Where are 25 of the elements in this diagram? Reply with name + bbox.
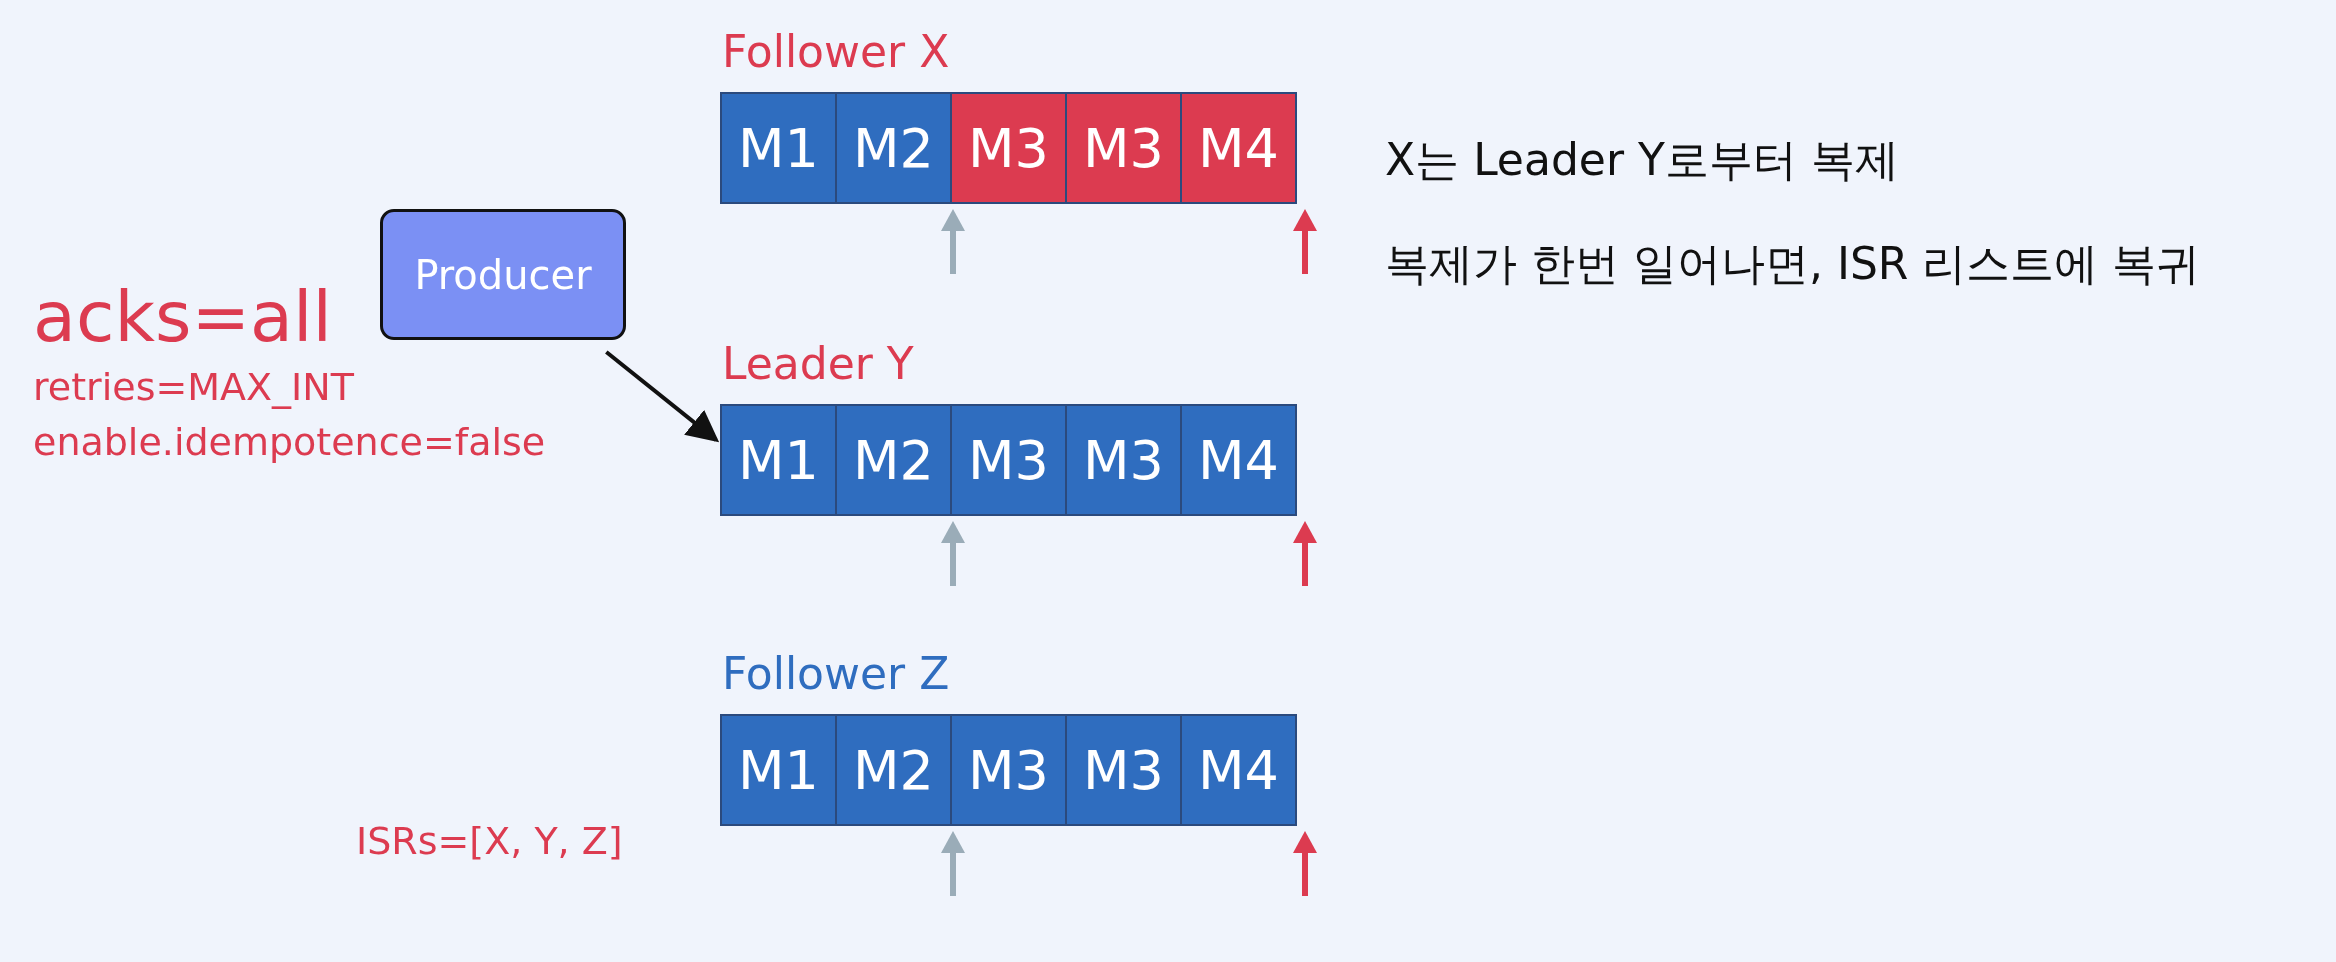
- isr-label: ISRs=[X, Y, Z]: [356, 822, 623, 860]
- message-cell: M1: [720, 714, 837, 826]
- message-cell: M4: [1180, 404, 1297, 516]
- message-cell: M3: [950, 92, 1067, 204]
- note-text: 복제가 한번 일어나면, ISR 리스트에 복귀: [1385, 242, 2201, 286]
- message-cell: M4: [1180, 92, 1297, 204]
- message-cell: M4: [1180, 714, 1297, 826]
- log-title: Leader Y: [722, 342, 914, 386]
- message-cell: M1: [720, 92, 837, 204]
- log-title: Follower X: [722, 30, 950, 74]
- message-cell: M2: [835, 92, 952, 204]
- note-text: X는 Leader Y로부터 복제: [1385, 138, 1899, 182]
- message-cell: M3: [950, 714, 1067, 826]
- config-label: acks=all: [33, 282, 332, 352]
- message-cell: M3: [950, 404, 1067, 516]
- message-cell: M1: [720, 404, 837, 516]
- message-cell: M3: [1065, 92, 1182, 204]
- message-cell: M2: [835, 404, 952, 516]
- config-label: enable.idempotence=false: [33, 423, 546, 461]
- log-title: Follower Z: [722, 652, 950, 696]
- producer-box: Producer: [380, 209, 626, 340]
- arrow: [605, 350, 720, 443]
- message-cell: M2: [835, 714, 952, 826]
- message-cell: M3: [1065, 404, 1182, 516]
- message-cell: M3: [1065, 714, 1182, 826]
